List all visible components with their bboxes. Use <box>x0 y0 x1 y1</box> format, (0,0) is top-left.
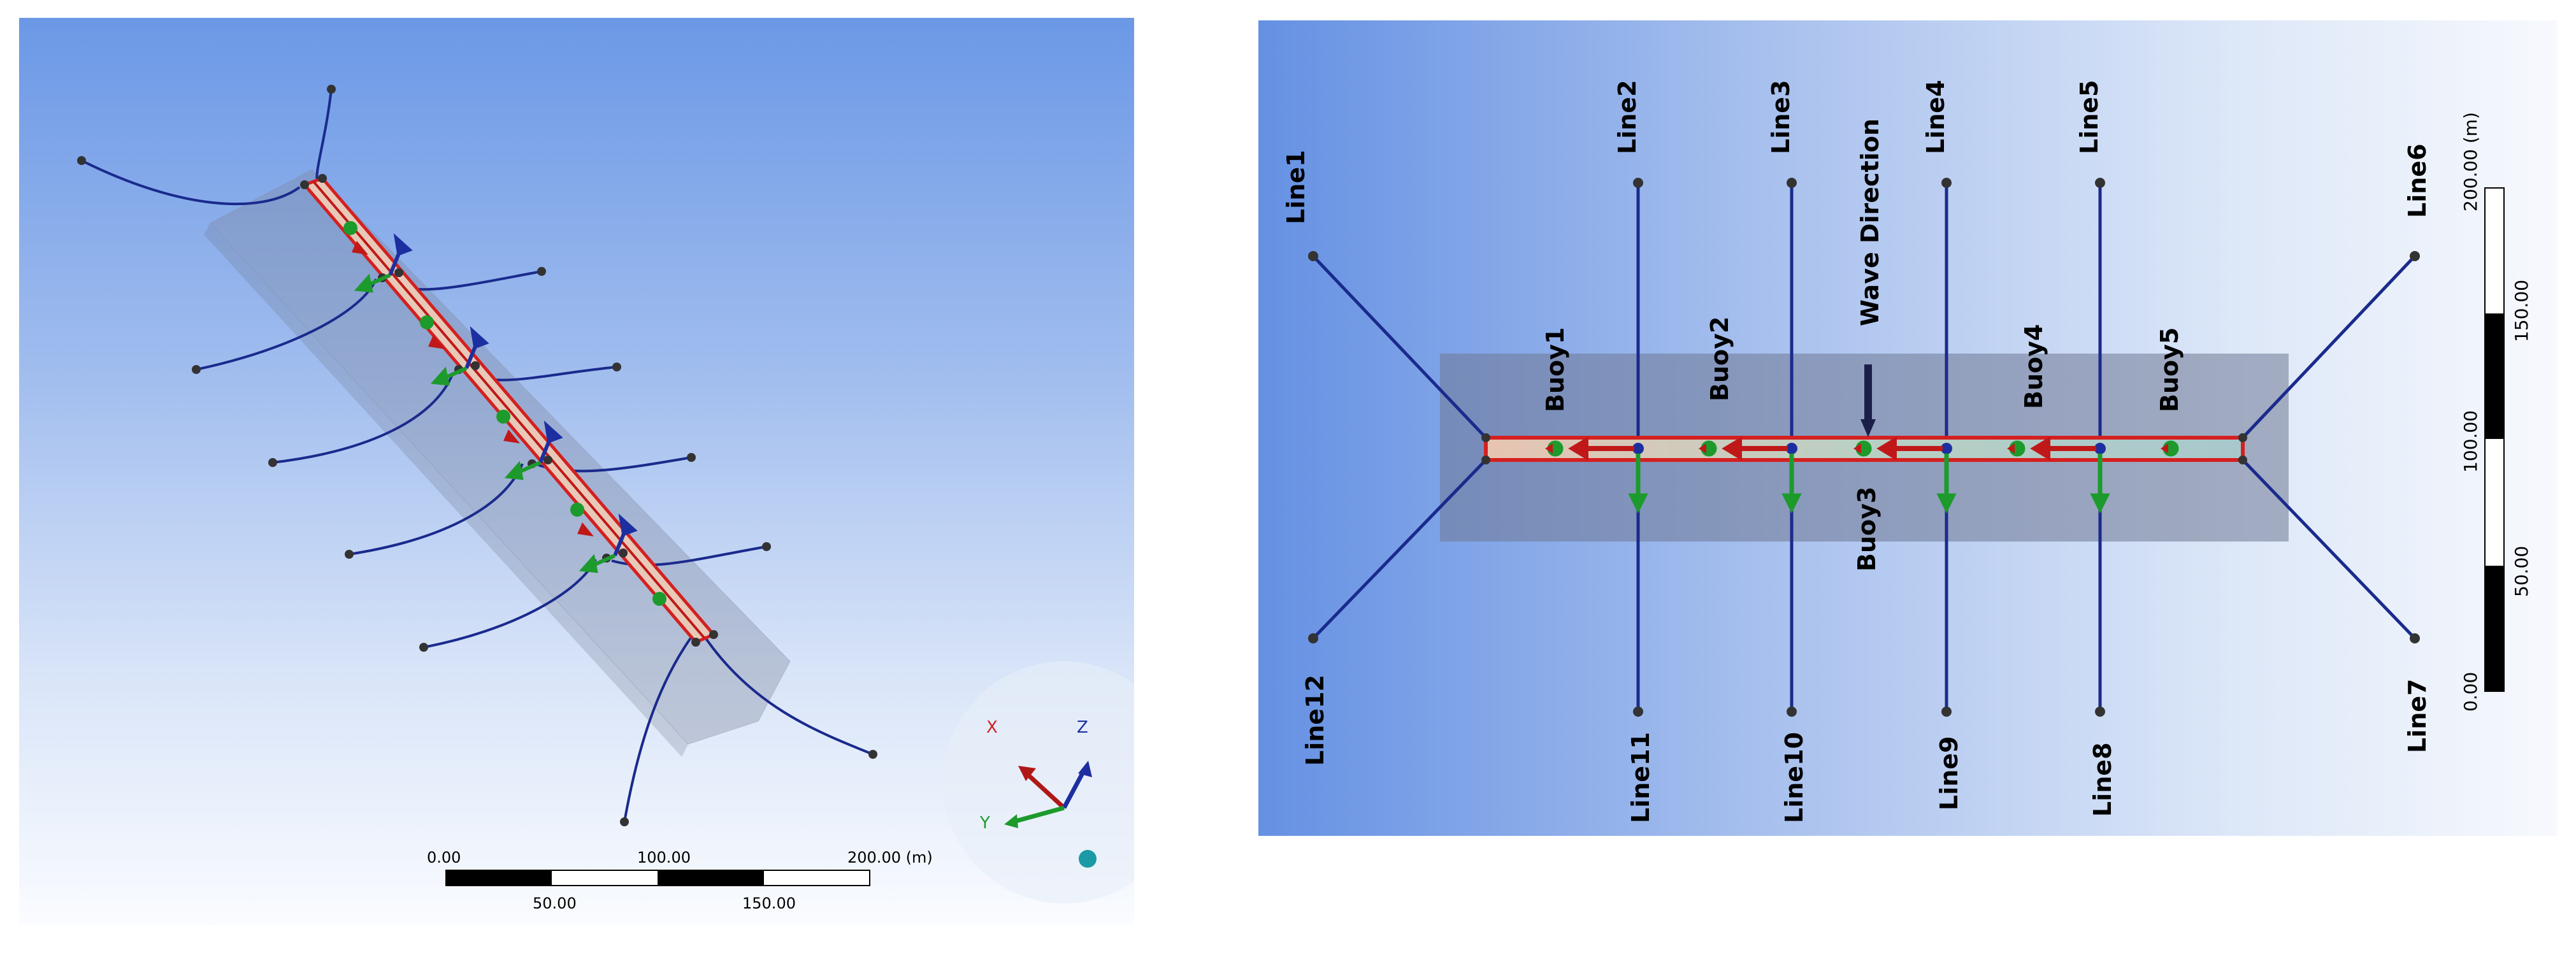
mooring-line <box>81 159 301 206</box>
line-label-line2: Line2 <box>1613 80 1641 154</box>
line-label-line11: Line11 <box>1627 732 1655 823</box>
anchor-point <box>612 363 621 371</box>
axis-triad: X Z Y <box>943 661 1134 903</box>
line-label-line10: Line10 <box>1780 732 1808 823</box>
triad-x-label: X <box>986 718 998 737</box>
line-label-line3: Line3 <box>1767 80 1795 154</box>
mooring-lines <box>81 89 874 822</box>
scale-label: 0.00 <box>427 849 461 866</box>
wave-direction-arrow <box>1860 364 1876 437</box>
anchor-point <box>268 458 277 467</box>
triad-y-label: Y <box>979 814 990 833</box>
anchor-point <box>537 267 546 276</box>
anchor-points-top <box>1308 178 2420 717</box>
scale-label: 50.00 <box>2511 546 2532 597</box>
mooring-line <box>349 463 524 556</box>
line-label-line5: Line5 <box>2075 80 2103 154</box>
line-label-line7: Line7 <box>2403 679 2431 753</box>
anchor-point <box>687 453 696 462</box>
anchor-point <box>868 750 877 759</box>
water-domain-box-side <box>204 223 688 757</box>
line-label-line8: Line8 <box>2089 742 2117 817</box>
scale-label: 0.00 <box>2460 672 2481 712</box>
buoy-chain-centerline <box>312 180 706 640</box>
scale-label: 150.00 <box>2511 280 2532 342</box>
buoy-label-buoy1: Buoy1 <box>1541 327 1569 412</box>
line-label-line1: Line1 <box>1282 150 1310 224</box>
mooring-line <box>315 89 333 186</box>
scale-label: 150.00 <box>742 894 796 912</box>
top-view-scene: Line1 Line2 Line3 Line4 Line5 Line6 Line… <box>1282 80 2532 823</box>
isometric-3d-viewport[interactable]: X Z Y 0.00 100.00 200.00 (m) 50.00 150.0… <box>19 18 1134 925</box>
anchor-point <box>77 156 86 165</box>
anchor-point <box>620 817 629 826</box>
scale-label: 200.00 (m) <box>847 849 933 866</box>
line-label-line6: Line6 <box>2403 143 2431 218</box>
water-domain-box <box>210 169 791 745</box>
anchor-point <box>345 550 354 559</box>
triad-isometric-ball <box>1079 850 1097 868</box>
line-label-line9: Line9 <box>1935 736 1963 810</box>
buoy-label-buoy5: Buoy5 <box>2155 327 2184 412</box>
mooring-line <box>272 374 454 464</box>
mooring-line <box>611 545 767 566</box>
buoy-label-buoy3: Buoy3 <box>1853 487 1881 571</box>
buoy-label-buoy4: Buoy4 <box>2020 324 2048 409</box>
mooring-line <box>623 636 693 822</box>
buoy-joints-top <box>1632 443 2106 454</box>
wave-direction-label: Wave Direction <box>1856 118 1884 326</box>
line-label-line4: Line4 <box>1922 80 1950 154</box>
scale-label: 100.00 <box>2460 410 2481 473</box>
scale-bar-horizontal: 0.00 100.00 200.00 (m) 50.00 150.00 <box>427 849 933 912</box>
buoy-label-buoy2: Buoy2 <box>1706 317 1734 401</box>
force-arrows <box>343 221 666 606</box>
mooring-line <box>703 635 874 756</box>
triad-z-label: Z <box>1077 718 1088 737</box>
scale-label: 200.00 (m) <box>2460 112 2481 212</box>
scale-bar-vertical: 0.00 100.00 200.00 (m) 50.00 150.00 <box>2460 112 2532 712</box>
line-label-line12: Line12 <box>1301 675 1329 766</box>
anchor-point <box>419 643 428 652</box>
isometric-scene: X Z Y 0.00 100.00 200.00 (m) 50.00 150.0… <box>77 85 1134 912</box>
scale-label: 50.00 <box>533 894 577 912</box>
anchor-point <box>327 85 336 94</box>
anchor-point <box>762 542 771 551</box>
anchor-point <box>192 365 201 374</box>
scale-label: 100.00 <box>637 849 691 866</box>
top-view-viewport[interactable]: Line1 Line2 Line3 Line4 Line5 Line6 Line… <box>1258 20 2557 836</box>
anchor-points <box>77 85 877 826</box>
force-arrows-top <box>1545 436 2179 513</box>
mooring-line <box>423 559 597 649</box>
